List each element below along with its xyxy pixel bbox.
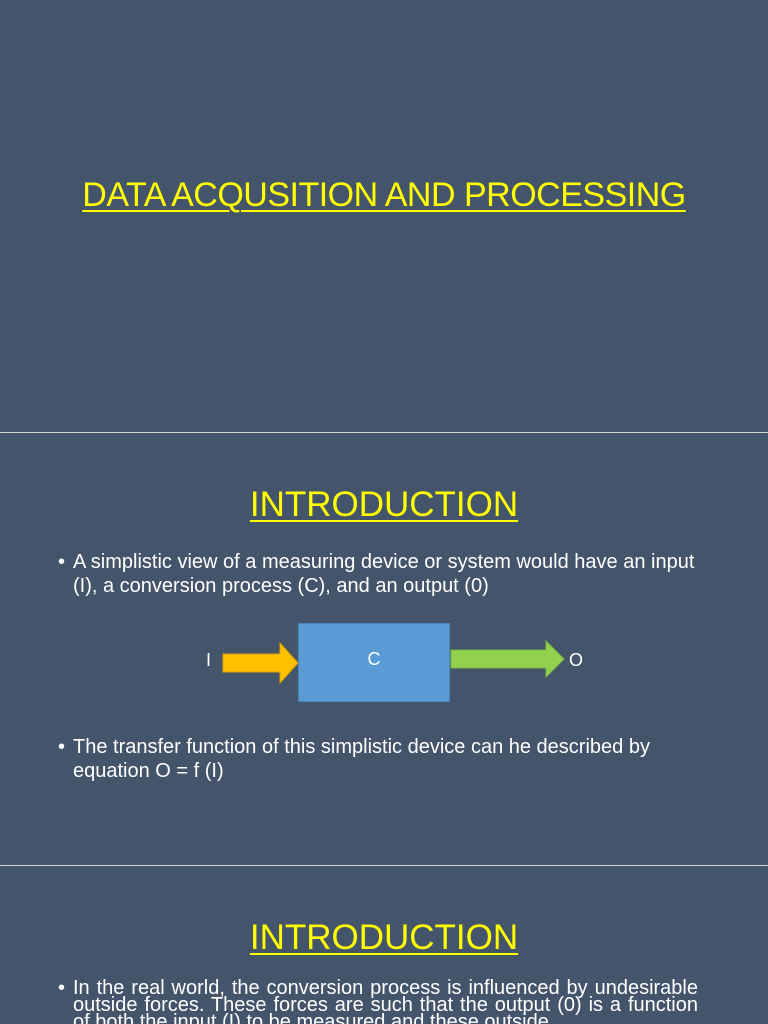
- slide-divider: [0, 865, 768, 866]
- bullet-text: In the real world, the conversion proces…: [73, 977, 698, 1024]
- slide-3: INTRODUCTION • In the real world, the co…: [0, 866, 768, 1024]
- output-label: O: [569, 650, 584, 670]
- input-label: I: [206, 650, 212, 670]
- slide-divider: [0, 432, 768, 433]
- bullet-text: A simplistic view of a measuring device …: [73, 551, 695, 597]
- slide-3-title: INTRODUCTION: [249, 918, 519, 957]
- conversion-process-box: C: [298, 623, 450, 702]
- bullet-item: • In the real world, the conversion proc…: [58, 977, 698, 1024]
- process-label: C: [367, 649, 381, 669]
- bullet-dot: •: [58, 551, 66, 573]
- bullet-dot: •: [58, 736, 66, 758]
- bullet-dot: •: [58, 977, 66, 999]
- slide-2: INTRODUCTION • A simplistic view of a me…: [0, 433, 768, 865]
- bullet-item: • The transfer function of this simplist…: [58, 735, 698, 783]
- slide-1: DATA ACQUSITION AND PROCESSING: [0, 0, 768, 432]
- output-arrow: [450, 639, 565, 679]
- input-arrow: [222, 641, 299, 685]
- slide-2-title: INTRODUCTION: [249, 485, 519, 524]
- bullet-text: The transfer function of this simplistic…: [73, 736, 650, 782]
- bullet-item: • A simplistic view of a measuring devic…: [58, 550, 698, 598]
- slide-1-title: DATA ACQUSITION AND PROCESSING: [82, 176, 686, 214]
